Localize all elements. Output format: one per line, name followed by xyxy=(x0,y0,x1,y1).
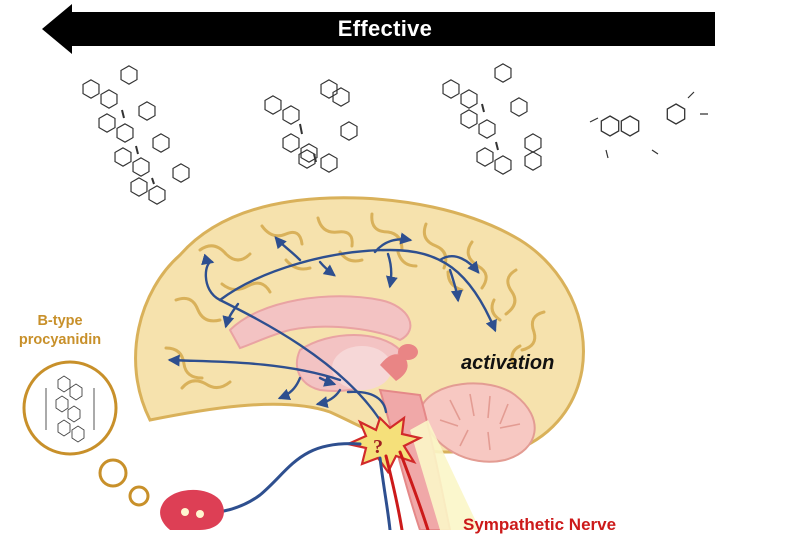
molecule-tetramer xyxy=(82,65,190,205)
gut-organ xyxy=(160,489,224,530)
effectiveness-arrow xyxy=(42,4,715,54)
light-beam xyxy=(410,420,480,530)
compound-label: B-type procyanidin xyxy=(0,312,120,350)
compound-thought-bubble xyxy=(22,360,150,507)
activation-label: activation xyxy=(461,352,555,374)
molecule-trimer-branched xyxy=(442,63,542,175)
molecule-trimer xyxy=(264,79,358,173)
effective-label: Effective xyxy=(337,16,433,41)
compound-label-line1: B-type xyxy=(37,313,83,329)
signal-burst xyxy=(344,415,424,475)
unknown-mechanism-mark: ? xyxy=(373,436,383,458)
molecule-monomer xyxy=(589,91,708,159)
sympathetic-nerve-label: Sympathetic Nerve xyxy=(463,515,617,534)
cerebellum xyxy=(418,382,536,463)
pathway-arrows xyxy=(167,232,497,422)
compound-label-line2: procyanidin xyxy=(18,332,102,348)
